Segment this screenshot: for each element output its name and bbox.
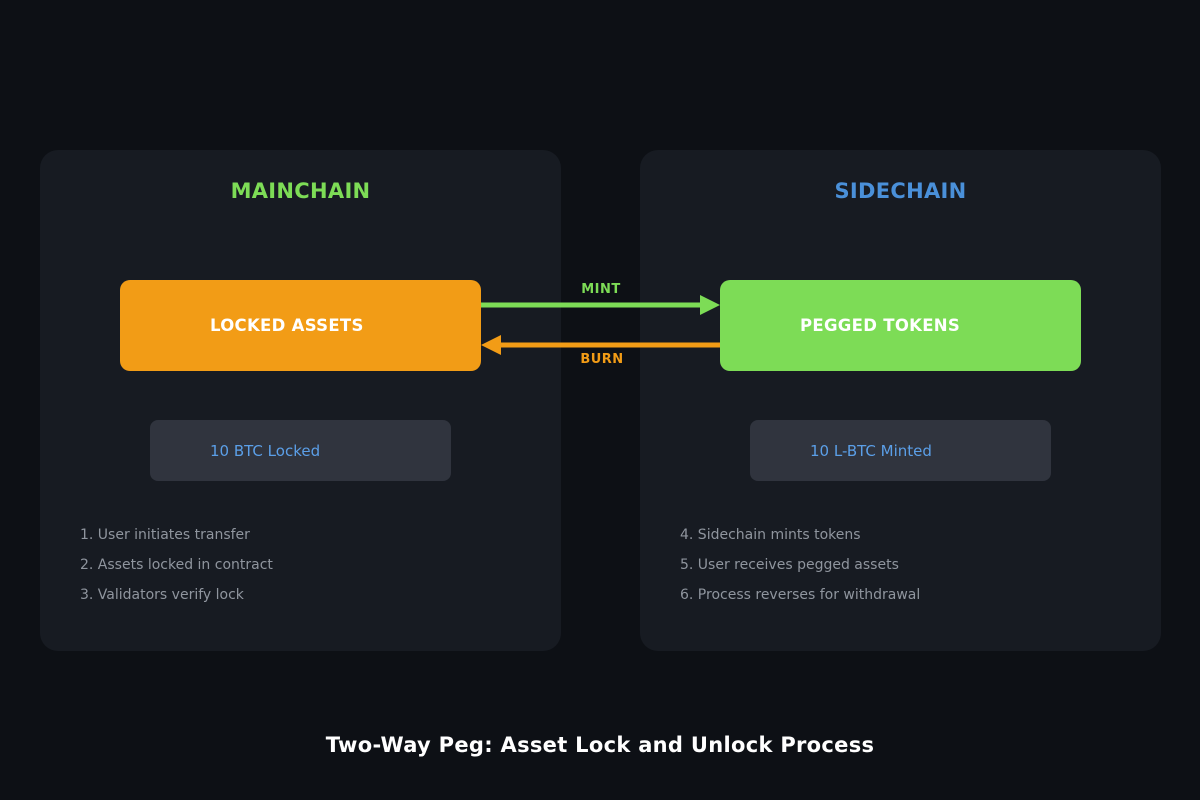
btc-locked-status-text: 10 BTC Locked: [210, 441, 321, 460]
pegged-tokens-box: PEGGED TOKENS: [720, 280, 1081, 371]
locked-assets-box: LOCKED ASSETS: [120, 280, 481, 371]
locked-assets-label: LOCKED ASSETS: [210, 316, 364, 335]
mainchain-panel: MAINCHAIN LOCKED ASSETS 10 BTC Locked 1.…: [40, 150, 561, 651]
sidechain-step: 4. Sidechain mints tokens: [680, 527, 861, 543]
btc-locked-status: 10 BTC Locked: [150, 420, 451, 481]
sidechain-step: 6. Process reverses for withdrawal: [680, 587, 921, 603]
mainchain-step: 3. Validators verify lock: [80, 587, 244, 603]
sidechain-step: 5. User receives pegged assets: [680, 557, 899, 573]
pegged-tokens-label: PEGGED TOKENS: [800, 316, 961, 335]
mainchain-title: MAINCHAIN: [230, 179, 371, 203]
sidechain-panel: SIDECHAIN PEGGED TOKENS 10 L-BTC Minted …: [640, 150, 1161, 651]
lbtc-minted-status: 10 L-BTC Minted: [750, 420, 1051, 481]
diagram-caption: Two-Way Peg: Asset Lock and Unlock Proce…: [325, 733, 875, 757]
mint-label: MINT: [581, 282, 621, 297]
mainchain-step: 2. Assets locked in contract: [80, 557, 273, 573]
sidechain-steps-list: 4. Sidechain mints tokens 5. User receiv…: [680, 525, 920, 615]
sidechain-title: SIDECHAIN: [834, 179, 967, 203]
burn-label: BURN: [580, 352, 624, 367]
mainchain-steps-list: 1. User initiates transfer 2. Assets loc…: [80, 525, 273, 615]
lbtc-minted-status-text: 10 L-BTC Minted: [810, 441, 932, 460]
mint-arrow: [481, 295, 720, 315]
mainchain-step: 1. User initiates transfer: [80, 527, 250, 543]
burn-arrow: [481, 335, 720, 355]
